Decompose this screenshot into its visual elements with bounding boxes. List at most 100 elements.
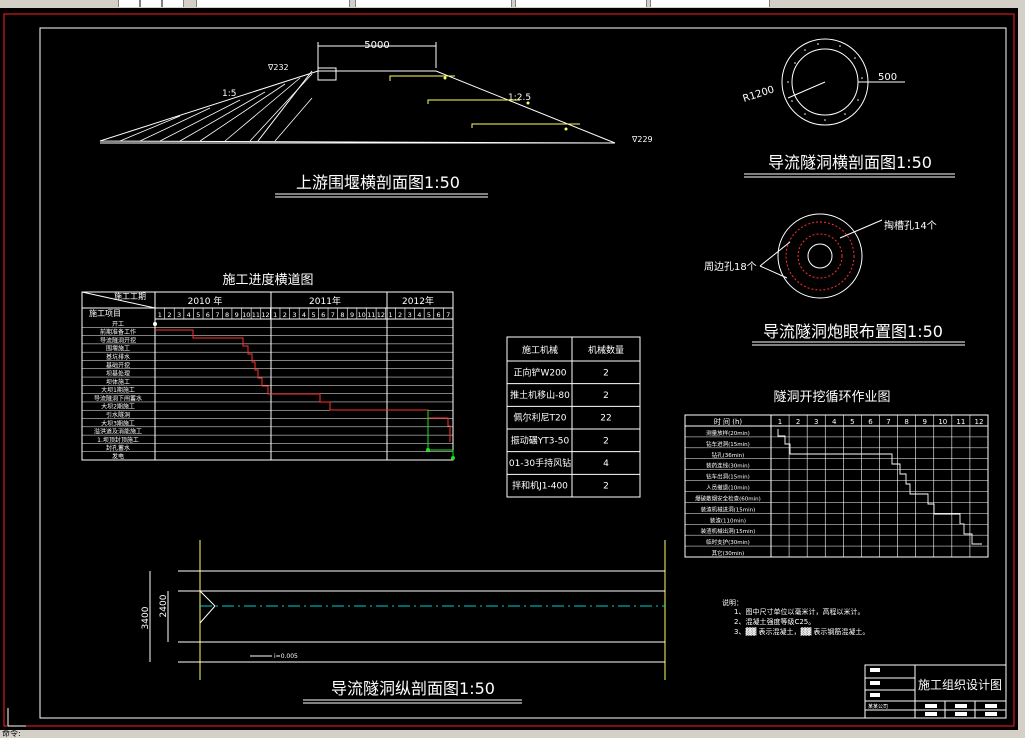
slope-right-label: 1:2.5: [508, 93, 531, 103]
hour-label: 3: [814, 418, 818, 426]
month-label: 1: [388, 311, 392, 319]
month-label: 7: [215, 311, 219, 319]
hour-label: 10: [938, 418, 947, 426]
schedule-item: 封孔蓄水: [106, 444, 130, 452]
hour-label: 12: [974, 418, 983, 426]
schedule-item: 引水隧洞: [106, 411, 130, 419]
month-label: 5: [196, 311, 200, 319]
color-dropdown[interactable]: [355, 0, 512, 7]
month-label: 2: [398, 311, 402, 319]
cut-holes-label: 掏槽孔14个: [884, 219, 937, 232]
toolbar-icon-2[interactable]: [140, 0, 162, 7]
month-label: 4: [302, 311, 306, 319]
month-label: 11: [367, 311, 375, 319]
notes: 说明： 1、图中尺寸单位以毫米计，高程以米计。 2、混凝土强度等级C25。 3、…: [722, 598, 869, 636]
note-line-1: 1、图中尺寸单位以毫米计，高程以米计。: [734, 607, 864, 616]
machine-qty: 2: [603, 482, 609, 492]
long-section: 3400 2400 i=0.005 导流隧洞纵剖面图1:50: [141, 540, 666, 704]
note-line-2: 2、混凝土强度等级C25。: [734, 617, 815, 626]
month-label: 3: [408, 311, 412, 319]
milestone-power: [451, 456, 455, 460]
layer-dropdown[interactable]: [196, 0, 350, 7]
month-label: 12: [261, 311, 269, 319]
radius-label: R1200: [742, 84, 776, 104]
ucs-icon: [7, 708, 26, 727]
schedule-progress-line: [155, 329, 451, 442]
schedule-item: 基础开挖: [106, 361, 130, 369]
month-label: 2: [167, 311, 171, 319]
command-line[interactable]: 命令:: [0, 730, 1025, 738]
title-block: 施工组织设计图 某某公司: [864, 664, 1007, 719]
cycle-title: 隧洞开挖循环作业图: [773, 389, 890, 405]
company-name: 某某公司: [868, 704, 888, 710]
schedule-item: 前期准备工作: [100, 328, 136, 336]
hour-label: 6: [868, 418, 873, 426]
vertical-scrollbar[interactable]: [1018, 8, 1025, 730]
hour-label: 5: [850, 418, 854, 426]
toolbar-icon-3[interactable]: [162, 0, 184, 7]
toolbar-icon-1[interactable]: [118, 0, 140, 7]
dim-outer-label: 3400: [141, 606, 151, 629]
schedule-item: 开工: [112, 321, 124, 328]
hour-label: 9: [922, 418, 926, 426]
month-label: 5: [312, 311, 316, 319]
month-label: 8: [225, 311, 229, 319]
machine-qty: 22: [600, 414, 611, 424]
machine-qty: 4: [603, 459, 609, 469]
month-label: 7: [331, 311, 335, 319]
slope-label: i=0.005: [274, 653, 298, 660]
month-label: 4: [187, 311, 191, 319]
month-label: 6: [206, 311, 210, 319]
crest-width-dim: 5000: [364, 40, 389, 51]
milestone-seal: [426, 448, 430, 452]
linetype-dropdown[interactable]: [515, 0, 647, 7]
cycle-task: 钻孔(36min): [712, 451, 745, 459]
cycle-task: 钻车进洞(15min): [706, 440, 750, 448]
machine-qty: 2: [603, 368, 609, 378]
blast-layout: 掏槽孔14个 周边孔18个 导流隧洞炮眼布置图1:50: [704, 213, 965, 346]
sheet-outer-frame: [3, 13, 1015, 727]
cycle-task: 爆破散烟安全检查(60min): [695, 494, 761, 502]
cycle-task: 装药连线(30min): [706, 462, 750, 470]
machine-qty: 2: [603, 391, 609, 401]
schedule-header-item: 施工项目: [89, 308, 121, 318]
note-line-3: 3、▓▓ 表示混凝土，▓▓ 表示钢筋混凝土。: [734, 627, 869, 636]
schedule-item: 大坝1期施工: [101, 386, 135, 394]
schedule-item: 大坝2期施工: [101, 403, 135, 411]
command-prompt: 命令:: [2, 729, 21, 738]
year-2012: 2012年: [402, 295, 434, 307]
hour-label: 7: [886, 418, 890, 426]
lineweight-dropdown[interactable]: [650, 0, 770, 7]
schedule-item: 围堰施工: [106, 345, 130, 353]
cycle-task: 装渣机械出洞(15min): [701, 527, 756, 535]
elevation-top-label: ∇232: [267, 63, 289, 72]
schedule-item: 溢洪道及消能施工: [94, 428, 142, 436]
schedule-item: 导流隧洞下闸蓄水: [94, 394, 142, 402]
month-label: 7: [446, 311, 450, 319]
month-label: 6: [437, 311, 441, 319]
month-label: 9: [235, 311, 239, 319]
schedule-item: 基坑排水: [106, 353, 130, 361]
machine-name: 佩尔利尼T20: [514, 412, 567, 424]
dim-inner-label: 2400: [159, 594, 169, 617]
thickness-label: 500: [878, 72, 897, 83]
month-label: 1: [158, 311, 162, 319]
schedule-item: 导流隧洞开挖: [100, 336, 136, 344]
machine-name: 振动碾YT3-50: [511, 434, 570, 446]
schedule-header-period: 施工工期: [114, 291, 146, 301]
cycle-task: 人员撤退(10min): [706, 484, 750, 492]
schedule-item: 发电: [112, 453, 124, 461]
notes-heading: 说明：: [722, 598, 743, 607]
hour-label: 11: [956, 418, 965, 426]
month-label: 10: [358, 311, 366, 319]
milestone-start: [153, 322, 157, 326]
month-label: 3: [292, 311, 296, 319]
drawing-canvas[interactable]: 5000 ∇232 ∇229 1:5 1:2.5 上游围堰横剖面图1:50: [0, 8, 1018, 730]
perimeter-holes-label: 周边孔18个: [704, 261, 757, 273]
machine-name: 拌和机J1-400: [512, 480, 568, 492]
machine-qty: 2: [603, 436, 609, 446]
hour-label: 1: [778, 418, 782, 426]
blast-layout-title: 导流隧洞炮眼布置图1:50: [763, 322, 943, 341]
